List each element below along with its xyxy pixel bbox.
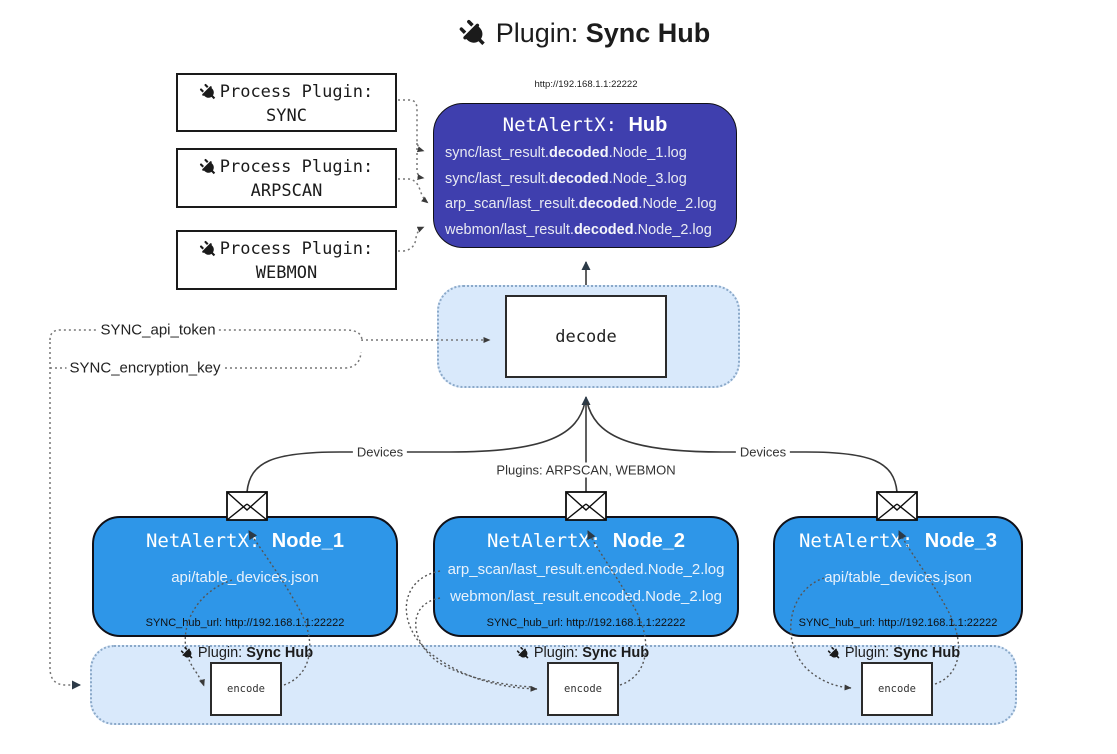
node-title: NetAlertX: Node_2 xyxy=(486,530,686,552)
edge-label-devices-right: Devices xyxy=(735,444,791,460)
process-plugin-box-sync: Process Plugin: SYNC xyxy=(176,73,397,132)
encode-box: encode xyxy=(210,662,282,716)
node-log-line: webmon/last_result.encoded.Node_2.log xyxy=(450,588,722,605)
encoder-plugin-label: Plugin: Sync Hub xyxy=(514,644,650,662)
process-plugin-name: ARPSCAN xyxy=(250,181,323,201)
encoder-plugin-text: Plugin: Sync Hub xyxy=(844,645,961,661)
encode-box: encode xyxy=(547,662,619,716)
process-plugin-label: Process Plugin: xyxy=(219,82,374,102)
plug-icon xyxy=(178,644,196,662)
hub-log-line: sync/last_result.decoded.Node_3.log xyxy=(445,170,687,187)
encoder-plugin-label: Plugin: Sync Hub xyxy=(825,644,961,662)
plug-icon xyxy=(196,80,220,104)
decode-box: decode xyxy=(505,295,667,378)
edge-label-devices-left: Devices xyxy=(352,444,408,460)
connector-process-to-hub xyxy=(398,99,429,252)
node-hub-url: SYNC_hub_url: http://192.168.1.1:22222 xyxy=(798,617,998,629)
encoder-plugin-text: Plugin: Sync Hub xyxy=(197,645,314,661)
node-title: NetAlertX: Node_3 xyxy=(798,530,998,552)
hub-url-label: http://192.168.1.1:22222 xyxy=(534,79,638,90)
node-log-line: arp_scan/last_result.encoded.Node_2.log xyxy=(447,561,725,578)
process-plugin-box-webmon: Process Plugin: WEBMON xyxy=(176,230,397,290)
encoder-plugin-text: Plugin: Sync Hub xyxy=(533,645,650,661)
node-hub-url: SYNC_hub_url: http://192.168.1.1:22222 xyxy=(145,617,345,629)
connector-nodes-to-decode xyxy=(246,396,898,493)
sync-api-token-label: SYNC_api_token xyxy=(97,321,219,339)
sync-encryption-key-label: SYNC_encryption_key xyxy=(66,359,224,377)
process-plugin-name: WEBMON xyxy=(255,263,318,283)
edge-label-plugins: Plugins: ARPSCAN, WEBMON xyxy=(492,462,680,478)
node-log-line: api/table_devices.json xyxy=(824,569,972,586)
node-log-line: api/table_devices.json xyxy=(171,569,319,586)
hub-log-line: sync/last_result.decoded.Node_1.log xyxy=(445,145,687,161)
plug-icon xyxy=(196,155,220,179)
plug-icon xyxy=(196,237,220,261)
hub-title: NetAlertX: Hub xyxy=(502,114,668,136)
encoder-plugin-label: Plugin: Sync Hub xyxy=(178,644,314,662)
plug-icon xyxy=(514,644,532,662)
node-box-node1: NetAlertX: Node_1 api/table_devices.json… xyxy=(92,516,398,637)
node-title: NetAlertX: Node_1 xyxy=(145,530,345,552)
process-plugin-box-arpscan: Process Plugin: ARPSCAN xyxy=(176,148,397,208)
hub-log-line: webmon/last_result.decoded.Node_2.log xyxy=(445,221,712,238)
process-plugin-name: SYNC xyxy=(266,106,307,126)
page-title-text: Plugin: Sync Hub xyxy=(495,18,711,48)
encode-box: encode xyxy=(861,662,933,716)
node-hub-url: SYNC_hub_url: http://192.168.1.1:22222 xyxy=(486,617,686,629)
page-title: Plugin: Sync Hub xyxy=(459,18,711,49)
process-plugin-label: Process Plugin: xyxy=(219,157,374,177)
node-box-node2: NetAlertX: Node_2 arp_scan/last_result.e… xyxy=(433,516,739,637)
plug-icon xyxy=(454,14,494,54)
hub-box: NetAlertX: Hub sync/last_result.decoded.… xyxy=(433,103,737,248)
process-plugin-label: Process Plugin: xyxy=(219,239,374,259)
hub-log-line: arp_scan/last_result.decoded.Node_2.log xyxy=(445,196,717,212)
node-box-node3: NetAlertX: Node_3 api/table_devices.json… xyxy=(773,516,1023,637)
plug-icon xyxy=(825,644,843,662)
